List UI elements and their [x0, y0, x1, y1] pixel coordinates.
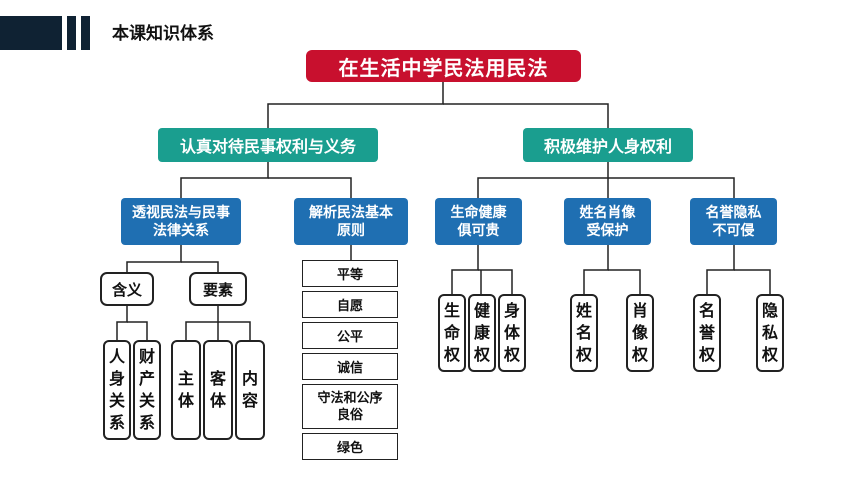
meaning-item-personal-label: 人身关系 — [108, 347, 125, 432]
node-honor-privacy: 名誉隐私不可侵 — [690, 198, 777, 245]
element-item-subject-label: 主体 — [177, 369, 194, 410]
meaning-item-property: 财产关系 — [133, 340, 161, 440]
right-portrait: 肖像权 — [626, 294, 654, 372]
right-portrait-label: 肖像权 — [631, 301, 648, 364]
right-honor-label: 名誉权 — [698, 301, 715, 364]
node-name-portrait: 姓名肖像受保护 — [564, 198, 651, 245]
right-health-label: 健康权 — [473, 301, 490, 364]
node-legal-relation-label: 透视民法与民事法律关系 — [132, 204, 230, 239]
right-privacy-label: 隐私权 — [761, 301, 778, 364]
branch-personal-rights: 积极维护人身权利 — [523, 128, 693, 162]
principle-honesty: 诚信 — [302, 353, 398, 380]
header-bar-stripe-2 — [81, 16, 90, 50]
principle-law-morals-label: 守法和公序良俗 — [317, 390, 383, 423]
principle-equality: 平等 — [302, 260, 398, 287]
node-honor-privacy-label: 名誉隐私不可侵 — [705, 204, 762, 239]
page-title: 本课知识体系 — [112, 24, 214, 44]
node-life-health-label: 生命健康俱可贵 — [450, 204, 507, 239]
element-item-content-label: 内容 — [241, 369, 258, 410]
right-name: 姓名权 — [570, 294, 598, 372]
header-bar-stripe-1 — [67, 16, 76, 50]
right-life-label: 生命权 — [443, 301, 460, 364]
node-elements: 要素 — [189, 272, 247, 306]
element-item-object: 客体 — [203, 340, 233, 440]
principle-green: 绿色 — [302, 433, 398, 460]
header-bar-block — [0, 16, 62, 50]
meaning-item-property-label: 财产关系 — [138, 347, 155, 432]
node-principles: 解析民法基本原则 — [294, 198, 408, 245]
principle-voluntary: 自愿 — [302, 291, 398, 318]
element-item-object-label: 客体 — [209, 369, 226, 410]
node-meaning: 含义 — [100, 272, 154, 306]
principle-law-morals: 守法和公序良俗 — [302, 384, 398, 429]
right-body: 身体权 — [498, 294, 526, 372]
principle-fairness: 公平 — [302, 322, 398, 349]
node-life-health: 生命健康俱可贵 — [435, 198, 522, 245]
meaning-item-personal: 人身关系 — [103, 340, 131, 440]
element-item-subject: 主体 — [171, 340, 201, 440]
node-legal-relation: 透视民法与民事法律关系 — [121, 198, 241, 245]
right-privacy: 隐私权 — [756, 294, 784, 372]
right-name-label: 姓名权 — [575, 301, 592, 364]
right-body-label: 身体权 — [503, 301, 520, 364]
right-life: 生命权 — [438, 294, 466, 372]
root-topic: 在生活中学民法用民法 — [306, 50, 581, 82]
node-principles-label: 解析民法基本原则 — [309, 204, 393, 239]
branch-civil-rights: 认真对待民事权利与义务 — [158, 128, 378, 162]
element-item-content: 内容 — [235, 340, 265, 440]
node-name-portrait-label: 姓名肖像受保护 — [579, 204, 636, 239]
right-health: 健康权 — [468, 294, 496, 372]
right-honor: 名誉权 — [693, 294, 721, 372]
